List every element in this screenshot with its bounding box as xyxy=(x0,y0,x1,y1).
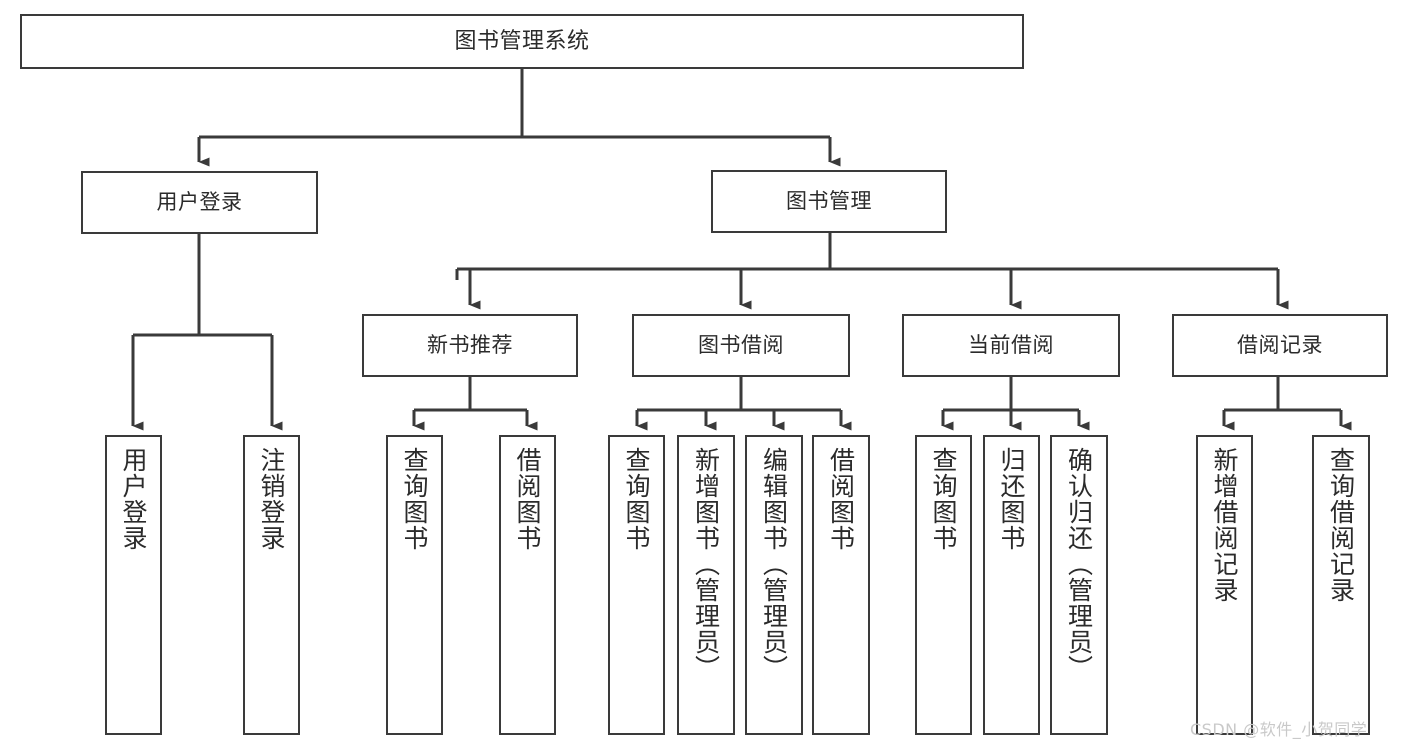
node-label: 当前借阅 xyxy=(968,333,1054,358)
node-label: 查询借阅记录 xyxy=(1326,447,1356,603)
node-label: 用户登录 xyxy=(156,190,243,215)
leaf-borrow-add-book-admin[interactable]: 新增图书（管理员） xyxy=(677,435,735,735)
node-label: 图书管理 xyxy=(786,189,872,214)
node-label: 借阅记录 xyxy=(1237,333,1323,358)
node-label: 查询图书 xyxy=(622,447,651,551)
node-current-borrow[interactable]: 当前借阅 xyxy=(902,314,1120,377)
node-label: 新增借阅记录 xyxy=(1210,447,1239,603)
leaf-current-confirm-return-admin[interactable]: 确认归还（管理员） xyxy=(1050,435,1108,735)
leaf-record-query-record[interactable]: 查询借阅记录 xyxy=(1312,435,1370,735)
node-label: 新增图书（管理员） xyxy=(691,447,721,681)
node-book-borrow[interactable]: 图书借阅 xyxy=(632,314,850,377)
node-label: 图书借阅 xyxy=(698,333,784,358)
node-label: 借阅图书 xyxy=(513,447,542,551)
leaf-current-return-book[interactable]: 归还图书 xyxy=(983,435,1040,735)
node-label: 图书管理系统 xyxy=(454,28,590,54)
node-borrow-record[interactable]: 借阅记录 xyxy=(1172,314,1388,377)
node-root-system[interactable]: 图书管理系统 xyxy=(20,14,1024,69)
node-label: 归还图书 xyxy=(997,447,1026,551)
node-label: 确认归还（管理员） xyxy=(1064,447,1094,681)
node-label: 注销登录 xyxy=(257,447,286,551)
node-label: 编辑图书（管理员） xyxy=(759,447,789,681)
leaf-user-login-logout[interactable]: 注销登录 xyxy=(243,435,300,735)
leaf-borrow-query-book[interactable]: 查询图书 xyxy=(608,435,665,735)
leaf-recommend-borrow-book[interactable]: 借阅图书 xyxy=(499,435,556,735)
node-label: 用户登录 xyxy=(119,447,148,551)
node-user-login[interactable]: 用户登录 xyxy=(81,171,318,234)
csdn-watermark: CSDN @软件_小贺同学 xyxy=(1190,720,1368,739)
node-label: 查询图书 xyxy=(400,447,429,551)
leaf-borrow-borrow-book[interactable]: 借阅图书 xyxy=(812,435,870,735)
leaf-user-login-login[interactable]: 用户登录 xyxy=(105,435,162,735)
node-label: 查询图书 xyxy=(929,447,958,551)
node-new-book-recommend[interactable]: 新书推荐 xyxy=(362,314,578,377)
node-label: 借阅图书 xyxy=(826,447,856,551)
leaf-record-add-record[interactable]: 新增借阅记录 xyxy=(1196,435,1253,735)
leaf-recommend-query-book[interactable]: 查询图书 xyxy=(386,435,443,735)
leaf-current-query-book[interactable]: 查询图书 xyxy=(915,435,972,735)
node-book-management[interactable]: 图书管理 xyxy=(711,170,947,233)
node-label: 新书推荐 xyxy=(427,333,513,358)
leaf-borrow-edit-book-admin[interactable]: 编辑图书（管理员） xyxy=(745,435,803,735)
